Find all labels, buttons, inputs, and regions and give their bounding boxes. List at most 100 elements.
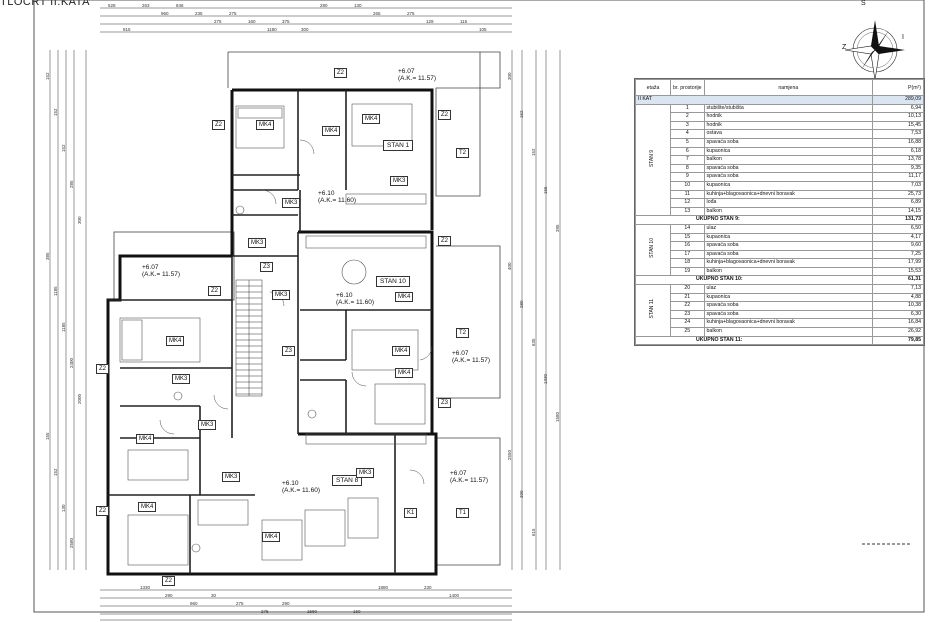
dimension-label: 2580	[69, 537, 74, 548]
room-use: kuhinja+blagovaonica+dnevni boravak	[703, 318, 874, 329]
dimension-label: 152	[45, 72, 50, 80]
room-use: spavaća soba	[703, 249, 874, 260]
room-number: 10	[670, 180, 705, 191]
room-use: kupaonica	[703, 292, 874, 303]
col-header-room-no: br. prostorije	[670, 79, 705, 96]
room-use: spavaća soba	[703, 309, 874, 320]
room-use: lođa	[703, 198, 874, 208]
room-tag: MK3	[390, 176, 409, 186]
dimension-label: 155	[543, 186, 548, 194]
room-tag: MK3	[248, 238, 267, 248]
room-area: 6,94	[872, 103, 924, 114]
room-number: 9	[670, 172, 705, 182]
right-dimension-lines	[511, 50, 561, 570]
kitchen-counter-3	[305, 433, 427, 445]
area-table: etaža br. prostorije namjena P(m²) II KA…	[634, 78, 925, 347]
room-number: 13	[670, 206, 705, 217]
room-tag: T1	[456, 508, 470, 518]
room-area: 7,13	[872, 284, 924, 294]
room-tag: MK4	[138, 502, 157, 512]
room-tag: Z3	[260, 262, 274, 272]
dimension-label: 395	[555, 224, 560, 232]
top-dimension-lines	[100, 7, 512, 33]
compass-rose	[844, 20, 905, 81]
room-tag: Z2	[334, 68, 348, 78]
dimension-label: 155	[45, 432, 50, 440]
room-tag: Z3	[282, 346, 296, 356]
dimension-label: 385	[45, 252, 50, 260]
dimension-label: 815	[123, 27, 131, 32]
room-tag: Z2	[96, 364, 110, 374]
unit-tag-stan-10: STAN 10	[376, 276, 410, 287]
compass-east-label: I	[902, 34, 904, 41]
room-number: 7	[670, 155, 705, 165]
dining-table-3	[347, 497, 379, 539]
room-number: 15	[670, 232, 705, 243]
dimension-label: 152	[53, 108, 58, 116]
level-mark-6: +6.10(A.K.= 11.60)	[282, 480, 320, 494]
dimension-label: 152	[531, 148, 536, 156]
dimension-label: 960	[190, 601, 198, 606]
room-tag: MK3	[282, 198, 301, 208]
unit-tag-stan-8: STAN 8	[332, 475, 363, 486]
left-dimension-lines	[49, 50, 87, 570]
unit-total-row: UKUPNO STAN 9:131,73	[635, 215, 924, 225]
room-use: spavaća soba	[703, 301, 874, 311]
unit-total-label: UKUPNO STAN 11:	[635, 335, 873, 346]
dimension-label: 846	[176, 3, 184, 8]
dimension-label: 528	[108, 3, 116, 8]
furniture	[119, 103, 427, 566]
room-use: kupaonica	[703, 146, 874, 157]
level-mark-1: +6.07(A.K.= 11.57)	[398, 68, 436, 82]
staircase	[235, 279, 263, 397]
dimension-label: 2400	[69, 357, 74, 368]
dimension-label: 375	[282, 19, 290, 24]
room-use: ulaz	[703, 284, 874, 294]
dimension-label: 1880	[378, 585, 389, 590]
room-area: 10,13	[872, 112, 924, 122]
room-area: 17,99	[872, 258, 924, 268]
dimension-label: 105	[479, 27, 487, 32]
room-tag: T2	[456, 328, 470, 338]
dimension-label: 1580	[555, 411, 560, 422]
dimension-label: 1330	[543, 373, 548, 384]
level-mark-7: +6.07(A.K.= 11.57)	[450, 470, 488, 484]
sheet-title: TLOCRT II.KATA	[0, 0, 90, 8]
dimension-label: 275	[214, 19, 222, 24]
compass-west-label: Z	[842, 44, 847, 51]
room-number: 18	[670, 258, 705, 268]
room-tag: Z2	[212, 120, 226, 130]
col-header-floor: etaža	[635, 79, 671, 96]
dimension-label: 960	[161, 11, 169, 16]
room-use: balkon	[703, 327, 874, 337]
dimension-label: 130	[354, 3, 362, 8]
unit-name: STAN 10	[649, 238, 656, 259]
room-number: 24	[670, 318, 705, 329]
room-area: 15,53	[872, 266, 924, 277]
room-area: 6,30	[872, 309, 924, 320]
room-use: kupaonica	[703, 232, 874, 243]
room-number: 3	[670, 120, 705, 131]
room-area: 16,88	[872, 137, 924, 148]
room-number: 17	[670, 249, 705, 260]
room-number: 2	[670, 112, 705, 122]
dimension-label: 1400	[449, 593, 460, 598]
room-area: 11,17	[872, 172, 924, 182]
room-tag: MK4	[322, 126, 341, 136]
dimension-label: 280	[519, 300, 524, 308]
terraces	[113, 51, 501, 566]
